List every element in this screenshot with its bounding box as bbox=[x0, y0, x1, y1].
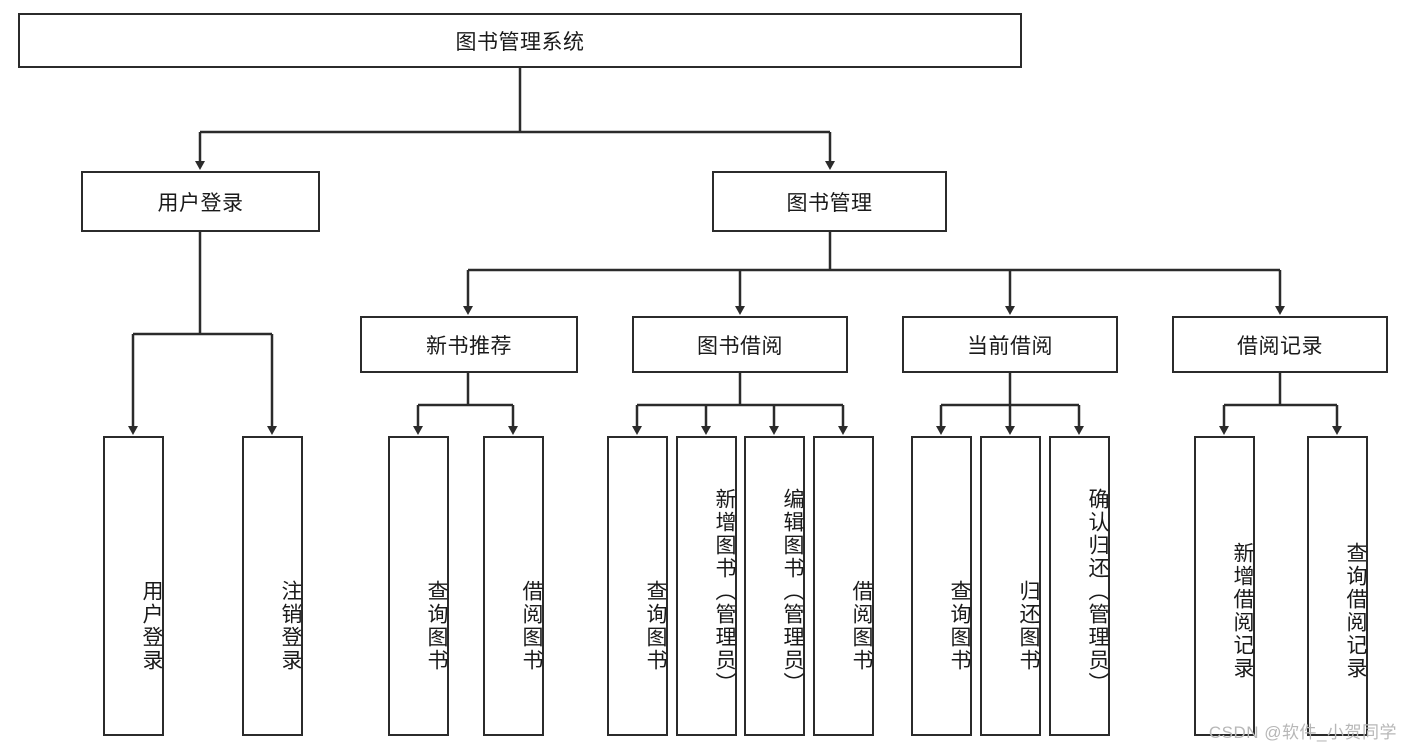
node-leaf-user-login[interactable]: 用户登录 bbox=[103, 436, 164, 736]
node-user-login[interactable]: 用户登录 bbox=[81, 171, 320, 232]
node-leaf-query-borrow-record-label: 查询借阅记录 bbox=[1344, 542, 1367, 680]
node-leaf-edit-book-admin[interactable]: 编辑图书（管理员） bbox=[744, 436, 805, 736]
node-new-book-recommend[interactable]: 新书推荐 bbox=[360, 316, 578, 373]
node-borrow-record[interactable]: 借阅记录 bbox=[1172, 316, 1388, 373]
node-leaf-query-book-1[interactable]: 查询图书 bbox=[388, 436, 449, 736]
node-leaf-borrow-book-2[interactable]: 借阅图书 bbox=[813, 436, 874, 736]
node-leaf-borrow-book-1-label: 借阅图书 bbox=[520, 580, 543, 672]
node-book-borrow-label: 图书借阅 bbox=[697, 334, 783, 358]
node-root-label: 图书管理系统 bbox=[455, 30, 585, 54]
node-leaf-edit-book-admin-label: 编辑图书（管理员） bbox=[781, 487, 804, 695]
node-leaf-borrow-book-1[interactable]: 借阅图书 bbox=[483, 436, 544, 736]
node-root[interactable]: 图书管理系统 bbox=[18, 13, 1022, 68]
node-leaf-add-book-admin[interactable]: 新增图书（管理员） bbox=[676, 436, 737, 736]
node-new-book-recommend-label: 新书推荐 bbox=[426, 334, 512, 358]
node-leaf-user-login-label: 用户登录 bbox=[140, 580, 163, 672]
node-leaf-query-book-3-label: 查询图书 bbox=[948, 580, 971, 672]
node-leaf-logout[interactable]: 注销登录 bbox=[242, 436, 303, 736]
node-leaf-query-book-1-label: 查询图书 bbox=[425, 580, 448, 672]
node-leaf-return-book-label: 归还图书 bbox=[1017, 580, 1040, 672]
node-book-management-label: 图书管理 bbox=[786, 191, 873, 215]
node-current-borrow[interactable]: 当前借阅 bbox=[902, 316, 1118, 373]
node-user-login-label: 用户登录 bbox=[157, 191, 244, 215]
node-leaf-add-borrow-record[interactable]: 新增借阅记录 bbox=[1194, 436, 1255, 736]
node-book-management[interactable]: 图书管理 bbox=[712, 171, 947, 232]
node-leaf-add-book-admin-label: 新增图书（管理员） bbox=[713, 487, 736, 695]
node-leaf-borrow-book-2-label: 借阅图书 bbox=[850, 580, 873, 672]
node-book-borrow[interactable]: 图书借阅 bbox=[632, 316, 848, 373]
node-leaf-logout-label: 注销登录 bbox=[279, 580, 302, 672]
node-leaf-query-book-2[interactable]: 查询图书 bbox=[607, 436, 668, 736]
node-leaf-query-book-3[interactable]: 查询图书 bbox=[911, 436, 972, 736]
node-leaf-query-book-2-label: 查询图书 bbox=[644, 580, 667, 672]
node-leaf-add-borrow-record-label: 新增借阅记录 bbox=[1231, 542, 1254, 680]
watermark: CSDN @软件_小贺同学 bbox=[1208, 723, 1397, 742]
node-leaf-return-book[interactable]: 归还图书 bbox=[980, 436, 1041, 736]
node-current-borrow-label: 当前借阅 bbox=[967, 334, 1053, 358]
node-leaf-confirm-return-admin[interactable]: 确认归还（管理员） bbox=[1049, 436, 1110, 736]
node-leaf-confirm-return-admin-label: 确认归还（管理员） bbox=[1086, 487, 1109, 695]
node-leaf-query-borrow-record[interactable]: 查询借阅记录 bbox=[1307, 436, 1368, 736]
node-borrow-record-label: 借阅记录 bbox=[1237, 334, 1323, 358]
